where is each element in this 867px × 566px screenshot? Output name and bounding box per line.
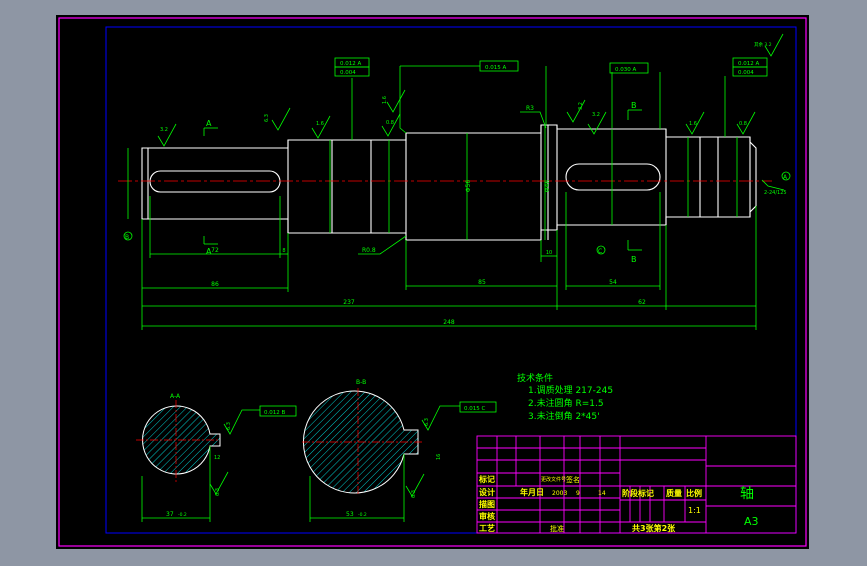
- datum-a-label: A: [783, 174, 788, 181]
- roughness-symbols: [157, 33, 784, 147]
- tol-3: 0.030 A: [615, 67, 636, 73]
- datum-c-label: C: [598, 248, 602, 255]
- tb-weight: 质量: [666, 488, 682, 498]
- tech-line-1: 1.调质处理 217-245: [528, 384, 613, 396]
- radius-r3: R3: [526, 105, 534, 112]
- rough-8: 0.8: [739, 121, 747, 127]
- dim-62: 62: [638, 299, 646, 306]
- cut-a-bottom: A: [206, 247, 212, 256]
- sheet-frame: [58, 17, 807, 547]
- aa-dim-37: 37: [166, 511, 174, 518]
- tb-day: 14: [598, 490, 606, 497]
- tol-1a: 0.012 A: [340, 61, 361, 67]
- radius-r0-8: R0.8: [362, 247, 376, 254]
- bb-dim-53: 53: [346, 511, 354, 518]
- dim-8: 8: [282, 248, 285, 254]
- section-bb-label: B-B: [356, 379, 366, 386]
- rough-2: 6.3: [264, 114, 270, 122]
- tb-mark: 标记: [478, 474, 495, 484]
- rough-1: 3.2: [160, 127, 168, 133]
- dim-85: 85: [478, 279, 486, 286]
- tb-sheet-size: A3: [744, 515, 759, 528]
- chamfer-dim: 2-24/125: [764, 190, 787, 196]
- section-aa: [136, 400, 297, 522]
- dim-54: 54: [609, 279, 617, 286]
- tol-1b: 0.004: [340, 70, 356, 76]
- section-aa-label: A-A: [170, 393, 181, 400]
- dim-86: 86: [211, 281, 219, 288]
- rough-3: 1.6: [316, 121, 324, 127]
- cut-a-top: A: [206, 119, 212, 128]
- dim-72: 72: [211, 247, 219, 254]
- tb-approve: 批准: [550, 524, 564, 533]
- tb-change-doc: 更改文件号: [541, 476, 566, 483]
- tol-4a: 0.012 A: [738, 61, 759, 67]
- tb-scale: 1:1: [688, 506, 701, 515]
- section-bb: [302, 388, 497, 522]
- tb-part-name: 轴: [740, 486, 754, 502]
- tb-draw: 描图: [479, 499, 495, 509]
- rough-other: 其余 3.2: [754, 41, 772, 48]
- bb-tol: -0.2: [358, 512, 367, 518]
- rough-13: 6.3: [411, 490, 417, 498]
- diameter-dims: [127, 125, 738, 240]
- datum-b-label: B: [125, 234, 129, 241]
- aa-tol-box: 0.012 B: [264, 410, 285, 416]
- bb-key-dim: 16: [436, 454, 442, 460]
- rough-11: 6.3: [215, 488, 221, 496]
- rough-10: 6.3: [226, 422, 232, 430]
- shaft-main-view: [141, 124, 757, 241]
- length-dims: [141, 192, 757, 330]
- tb-date-label: 年月日: [520, 487, 544, 497]
- dim-dia-46: Φ46: [544, 180, 551, 193]
- tb-sheets: 共3张第2张: [632, 523, 676, 533]
- rough-6: 3.2: [592, 112, 600, 118]
- cut-b-top: B: [631, 101, 637, 110]
- tb-signature: 签名: [566, 475, 580, 484]
- tb-design: 设计: [479, 487, 495, 497]
- tb-month: 9: [576, 490, 580, 497]
- dim-dia-56: Φ56: [465, 180, 472, 193]
- tb-stage: 阶段标记: [622, 488, 654, 498]
- title-block: [476, 435, 797, 534]
- radius-leaders: [358, 111, 785, 255]
- tech-line-3: 3.未注倒角 2*45': [528, 410, 600, 422]
- bb-tol-box: 0.015 C: [464, 406, 485, 412]
- rough-5: 0.8: [386, 120, 394, 126]
- tb-scale-label: 比例: [686, 488, 702, 498]
- rough-12: 6.3: [424, 418, 430, 426]
- rough-7: 1.6: [689, 121, 697, 127]
- tolerance-leaders: [334, 57, 768, 140]
- tech-line-2: 2.未注圆角 R=1.5: [528, 397, 604, 409]
- tb-check: 审核: [479, 511, 495, 521]
- drawing-border: [105, 26, 797, 534]
- tol-2: 0.015 A: [485, 65, 506, 71]
- rough-9: 3.2: [578, 102, 584, 110]
- aa-key-dim: 12: [214, 455, 220, 461]
- dim-248: 248: [443, 319, 455, 326]
- tb-process: 工艺: [479, 523, 495, 533]
- tol-4b: 0.004: [738, 70, 754, 76]
- rough-4: 1.6: [382, 96, 388, 104]
- tech-title: 技术条件: [517, 372, 553, 384]
- tb-year: 2003: [552, 490, 567, 497]
- aa-tol: -0.2: [178, 512, 187, 518]
- dim-237: 237: [343, 299, 355, 306]
- section-markers: [123, 109, 791, 255]
- cut-b-bottom: B: [631, 255, 637, 264]
- dim-10: 10: [546, 250, 552, 256]
